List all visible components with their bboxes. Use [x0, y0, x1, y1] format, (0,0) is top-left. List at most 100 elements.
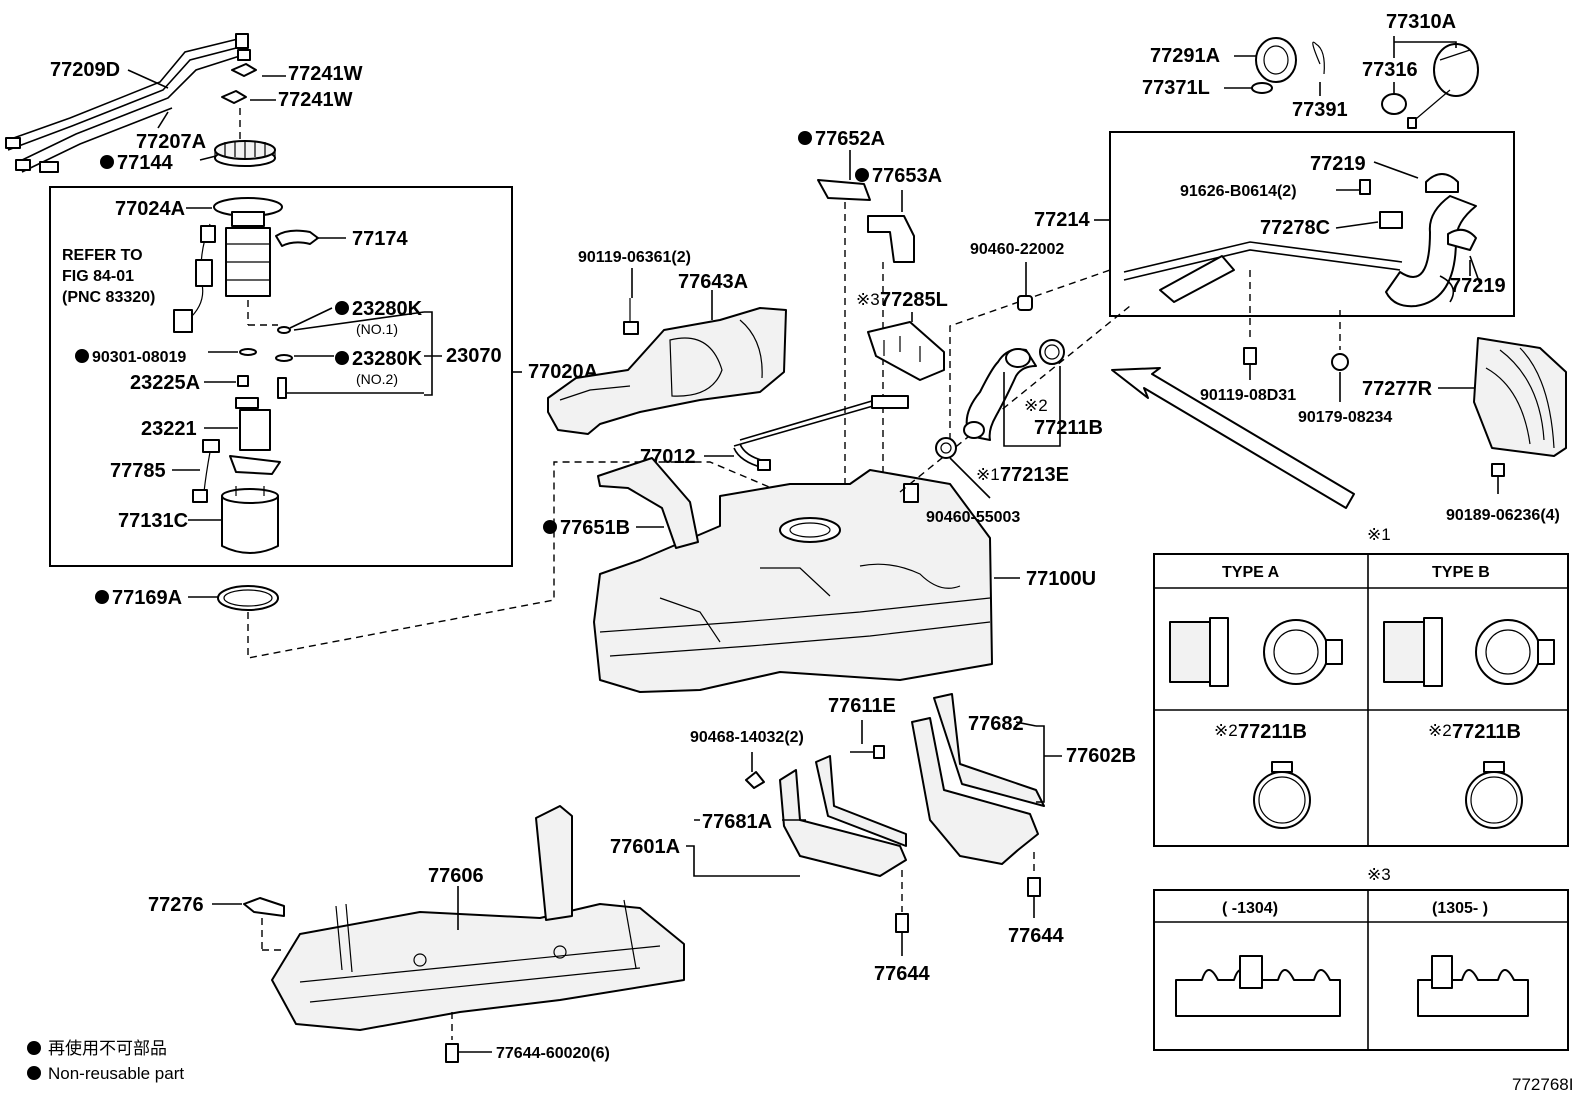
legend-line-1: 再使用不可部品	[48, 1038, 167, 1058]
bolt-91626-B0614	[1359, 179, 1371, 195]
non-reusable-dot	[95, 590, 109, 604]
label-77131C: 77131C	[118, 510, 188, 532]
fuel-tank-protector-77606	[271, 805, 685, 1031]
label-90460-55003: 90460-55003	[926, 509, 1020, 526]
bracket-77276	[243, 897, 285, 917]
label-77371L: 77371L	[1142, 77, 1210, 99]
retainer-clip	[221, 63, 257, 150]
label-77601A: 77601A	[610, 836, 680, 858]
inset1-label-77211B-a: 77211B	[1238, 721, 1307, 743]
refer-text-2: FIG 84-01	[62, 268, 134, 285]
clamp-77219-a	[1425, 173, 1459, 193]
inset-table-1	[1153, 553, 1569, 847]
fuel-pump-assembly-box	[49, 186, 513, 567]
label-90119-08D31: 90119-08D31	[1200, 387, 1296, 404]
legend-dot-1	[27, 1041, 41, 1055]
filler-hose-77213E	[963, 348, 1037, 441]
label-77651B: 77651B	[560, 517, 630, 539]
non-reusable-dot	[335, 301, 349, 315]
label-77291A: 77291A	[1150, 45, 1220, 67]
label-77602B: 77602B	[1066, 745, 1136, 767]
clamp-type-b	[1465, 761, 1523, 829]
ref-mark-3: ※3	[856, 290, 880, 309]
bolt-90119-08D31	[1243, 347, 1257, 365]
filler-pipe-box	[1109, 131, 1515, 317]
label-77644-b: 77644	[1008, 925, 1064, 947]
label-77653A: 77653A	[872, 165, 942, 187]
fuel-tank	[593, 469, 993, 693]
label-77213E: 77213E	[1000, 464, 1069, 486]
fuel-filter-parts	[229, 375, 287, 475]
label-77682: 77682	[968, 713, 1024, 735]
inset3-col-a: ( -1304)	[1222, 900, 1278, 917]
bolt-90189-06236	[1491, 463, 1505, 477]
type-b-hose-end	[1383, 617, 1555, 687]
bolt-77644-60020	[445, 1043, 459, 1063]
label-77310A: 77310A	[1386, 11, 1456, 33]
non-reusable-dot	[75, 349, 89, 363]
label-90119-06361: 90119-06361(2)	[578, 249, 691, 266]
fuel-breather-tube	[733, 395, 909, 471]
label-23280K-2: 23280K	[352, 348, 423, 370]
ref-mark-2: ※2	[1024, 396, 1048, 415]
label-77100U: 77100U	[1026, 568, 1096, 590]
fuel-tube-assembly	[5, 33, 251, 173]
nut-90179-08234	[1331, 353, 1349, 371]
clamp-variant-late	[1417, 955, 1529, 1017]
direction-arrow	[1111, 367, 1355, 509]
refer-text-1: REFER TO	[62, 247, 143, 264]
label-77174: 77174	[352, 228, 408, 250]
label-77644-60020: 77644-60020(6)	[496, 1045, 610, 1062]
label-77611E: 77611E	[828, 695, 896, 717]
label-90468-14032: 90468-14032(2)	[690, 729, 804, 746]
hose-clamp-77211B	[1039, 339, 1065, 365]
inset1-type-a: TYPE A	[1222, 564, 1280, 581]
label-90301-08019: 90301-08019	[92, 349, 186, 366]
label-77277R: 77277R	[1362, 378, 1433, 400]
label-77219: 77219	[1310, 153, 1366, 175]
non-reusable-dot	[798, 131, 812, 145]
hose-clamp-90460-22002	[1017, 295, 1033, 311]
non-reusable-dot	[335, 351, 349, 365]
tank-band-77682	[911, 693, 1045, 865]
filler-cap-parts	[1251, 37, 1479, 129]
fuel-pump-module	[173, 197, 283, 333]
inset1-type-b: TYPE B	[1432, 564, 1490, 581]
clamp-77219-b	[1447, 228, 1477, 251]
label-77144: 77144	[117, 152, 173, 174]
ref-mark-1: ※1	[976, 465, 1000, 484]
label-77606: 77606	[428, 865, 484, 887]
inset1-header: ※1	[1367, 525, 1391, 544]
label-77024A: 77024A	[115, 198, 185, 220]
bolt-77644-b	[1027, 877, 1041, 897]
label-90189-06236: 90189-06236(4)	[1446, 507, 1560, 524]
label-23225A: 23225A	[130, 372, 200, 394]
cushion-77653A	[867, 215, 915, 263]
non-reusable-dot	[100, 155, 114, 169]
refer-text-3: (PNC 83320)	[62, 289, 155, 306]
label-77276: 77276	[148, 894, 204, 916]
heat-insulator-77643A	[547, 307, 787, 435]
label-77285L: 77285L	[880, 289, 948, 311]
fuel-pump-wire-harness	[192, 439, 220, 503]
label-77785: 77785	[110, 460, 166, 482]
cap-strap-77316	[1381, 93, 1407, 115]
o-rings	[239, 326, 293, 362]
legend-line-2: Non-reusable part	[48, 1064, 184, 1083]
tank-band-77681A	[779, 755, 907, 877]
non-reusable-dot	[543, 520, 557, 534]
label-91626-B0614: 91626-B0614(2)	[1180, 183, 1297, 200]
inset3-col-b: (1305- )	[1432, 900, 1488, 917]
clamp-77285L	[867, 321, 945, 381]
type-a-hose-end	[1169, 617, 1343, 687]
inset1-ref-mark-a: ※2	[1214, 721, 1238, 740]
inset-table-3	[1153, 889, 1569, 1051]
label-no2: (NO.2)	[356, 371, 398, 387]
fuel-pump-gasket	[217, 585, 279, 611]
label-23221: 23221	[141, 418, 197, 440]
label-77207A: 77207A	[136, 131, 206, 153]
label-77391: 77391	[1292, 99, 1348, 121]
label-77681A: 77681A	[702, 811, 772, 833]
label-77652A: 77652A	[815, 128, 885, 150]
